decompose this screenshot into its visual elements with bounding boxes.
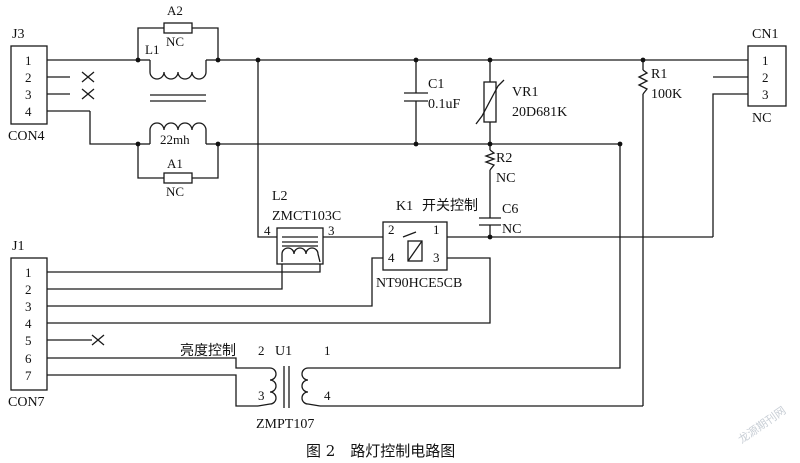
junction-dots — [135, 57, 646, 240]
j3-pin-1: 1 — [25, 53, 32, 68]
c6-ref: C6 — [502, 202, 518, 217]
u1-pin-3: 3 — [258, 388, 265, 403]
figure-caption: 图 2 路灯控制电路图 — [306, 442, 455, 460]
cn1-ref: CN1 — [752, 27, 778, 42]
j1-pin-7: 7 — [25, 368, 32, 383]
a1-ref: A1 — [167, 156, 183, 171]
voltage-transformer-u1: 亮度控制 2 U1 1 3 4 ZMPT107 — [180, 342, 331, 432]
k1-pin-2: 2 — [388, 222, 395, 237]
resistor-a1: A1 NC — [163, 156, 193, 199]
capacitor-c6: C6 NC — [479, 202, 521, 237]
varistor-vr1: VR1 20D681K — [475, 79, 567, 125]
u1-pin-1: 1 — [324, 343, 331, 358]
relay-k1: K1 开关控制 2 1 4 3 NT90HCE5CB — [376, 198, 478, 291]
l2-pin-left: 4 — [264, 223, 271, 238]
l2-ref: L2 — [272, 189, 288, 204]
j3-name: CON4 — [8, 129, 45, 144]
j3-pin-2: 2 — [25, 70, 32, 85]
resistor-r1: R1 100K — [637, 67, 682, 102]
j1-pin-3: 3 — [25, 299, 32, 314]
k1-pin-4: 4 — [388, 250, 395, 265]
vr1-value: 20D681K — [512, 105, 567, 120]
connector-cn1: CN1 1 2 3 NC — [747, 27, 787, 126]
resistor-r2: R2 NC — [484, 149, 515, 186]
c6-value: NC — [502, 222, 521, 237]
j1-pin-2: 2 — [25, 282, 32, 297]
u1-value: ZMPT107 — [256, 417, 314, 432]
j1-pin-5: 5 — [25, 333, 32, 348]
u1-pin-4: 4 — [324, 388, 331, 403]
j1-ref: J1 — [12, 239, 24, 254]
j3-ref: J3 — [12, 27, 24, 42]
wires — [47, 27, 748, 407]
connector-j1: J1 1 2 3 4 5 6 7 CON7 — [8, 239, 48, 410]
watermark-logo: 龙源期刊网 — [735, 403, 788, 446]
j3-pin-4: 4 — [25, 104, 32, 119]
current-transformer-l2: L2 ZMCT103C 4 3 — [264, 189, 341, 265]
u1-pin-2: 2 — [258, 343, 265, 358]
cn1-pin-3: 3 — [762, 87, 769, 102]
r1-ref: R1 — [651, 67, 667, 82]
j1-pin-1: 1 — [25, 265, 32, 280]
c1-value: 0.1uF — [428, 97, 461, 112]
l2-value: ZMCT103C — [272, 209, 341, 224]
l1-value: 22mh — [160, 132, 190, 147]
c1-ref: C1 — [428, 77, 444, 92]
choke-l1: L1 22mh — [145, 42, 207, 147]
l1-ref: L1 — [145, 42, 159, 57]
j1-pin-6: 6 — [25, 351, 32, 366]
a2-value: NC — [166, 34, 184, 49]
j1-pin-4: 4 — [25, 316, 32, 331]
u1-label: 亮度控制 — [180, 342, 236, 359]
r2-value: NC — [496, 171, 515, 186]
cn1-pin-2: 2 — [762, 70, 769, 85]
vr1-ref: VR1 — [512, 85, 538, 100]
k1-pin-3: 3 — [433, 250, 440, 265]
k1-label: 开关控制 — [422, 198, 478, 214]
k1-ref: K1 — [396, 199, 413, 214]
a1-value: NC — [166, 184, 184, 199]
no-connect-marks — [81, 71, 105, 346]
resistor-a2: A2 NC — [163, 3, 193, 49]
r2-ref: R2 — [496, 151, 512, 166]
j3-pin-3: 3 — [25, 87, 32, 102]
a2-ref: A2 — [167, 3, 183, 18]
r1-value: 100K — [651, 87, 682, 102]
connector-j3: J3 1 2 3 4 CON4 — [8, 27, 48, 144]
k1-pin-1: 1 — [433, 222, 440, 237]
k1-value: NT90HCE5CB — [376, 276, 462, 291]
j1-name: CON7 — [8, 395, 45, 410]
l2-pin-right: 3 — [328, 223, 335, 238]
u1-ref: U1 — [275, 344, 292, 359]
capacitor-c1: C1 0.1uF — [404, 77, 461, 112]
cn1-pin-1: 1 — [762, 53, 769, 68]
cn1-name: NC — [752, 111, 771, 126]
